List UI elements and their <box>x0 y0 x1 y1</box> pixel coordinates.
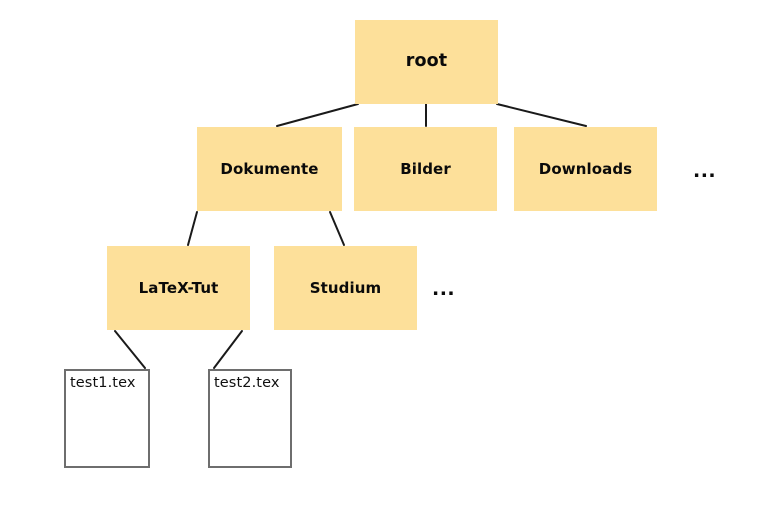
folder-node-bilder[interactable]: Bilder <box>354 127 497 211</box>
node-label-root: root <box>405 51 448 72</box>
tree-edge-dokumente-to-studium <box>329 211 345 246</box>
node-label-latextut: LaTeX-Tut <box>138 278 219 297</box>
folder-node-latextut[interactable]: LaTeX-Tut <box>107 246 250 330</box>
node-label-downloads: Downloads <box>538 159 633 178</box>
tree-edge-latextut-to-test1 <box>114 330 146 369</box>
folder-node-downloads[interactable]: Downloads <box>514 127 657 211</box>
node-label-dokumente: Dokumente <box>220 159 319 178</box>
folder-node-studium[interactable]: Studium <box>274 246 417 330</box>
folder-node-root[interactable]: root <box>355 20 498 104</box>
ellipsis-row-2: ... <box>693 160 717 182</box>
file-node-test1[interactable]: test1.tex <box>64 369 150 468</box>
node-label-test1: test1.tex <box>70 375 136 391</box>
tree-edge-dokumente-to-latextut <box>187 211 198 246</box>
tree-edge-root-to-dokumente <box>276 103 359 127</box>
file-node-test2[interactable]: test2.tex <box>208 369 292 468</box>
tree-edge-latextut-to-test2 <box>213 330 243 369</box>
tree-edge-root-to-downloads <box>496 103 587 127</box>
node-label-bilder: Bilder <box>400 159 451 178</box>
folder-node-dokumente[interactable]: Dokumente <box>197 127 342 211</box>
ellipsis-row-3: ... <box>432 278 456 300</box>
node-label-studium: Studium <box>309 278 382 297</box>
node-label-test2: test2.tex <box>214 375 280 391</box>
